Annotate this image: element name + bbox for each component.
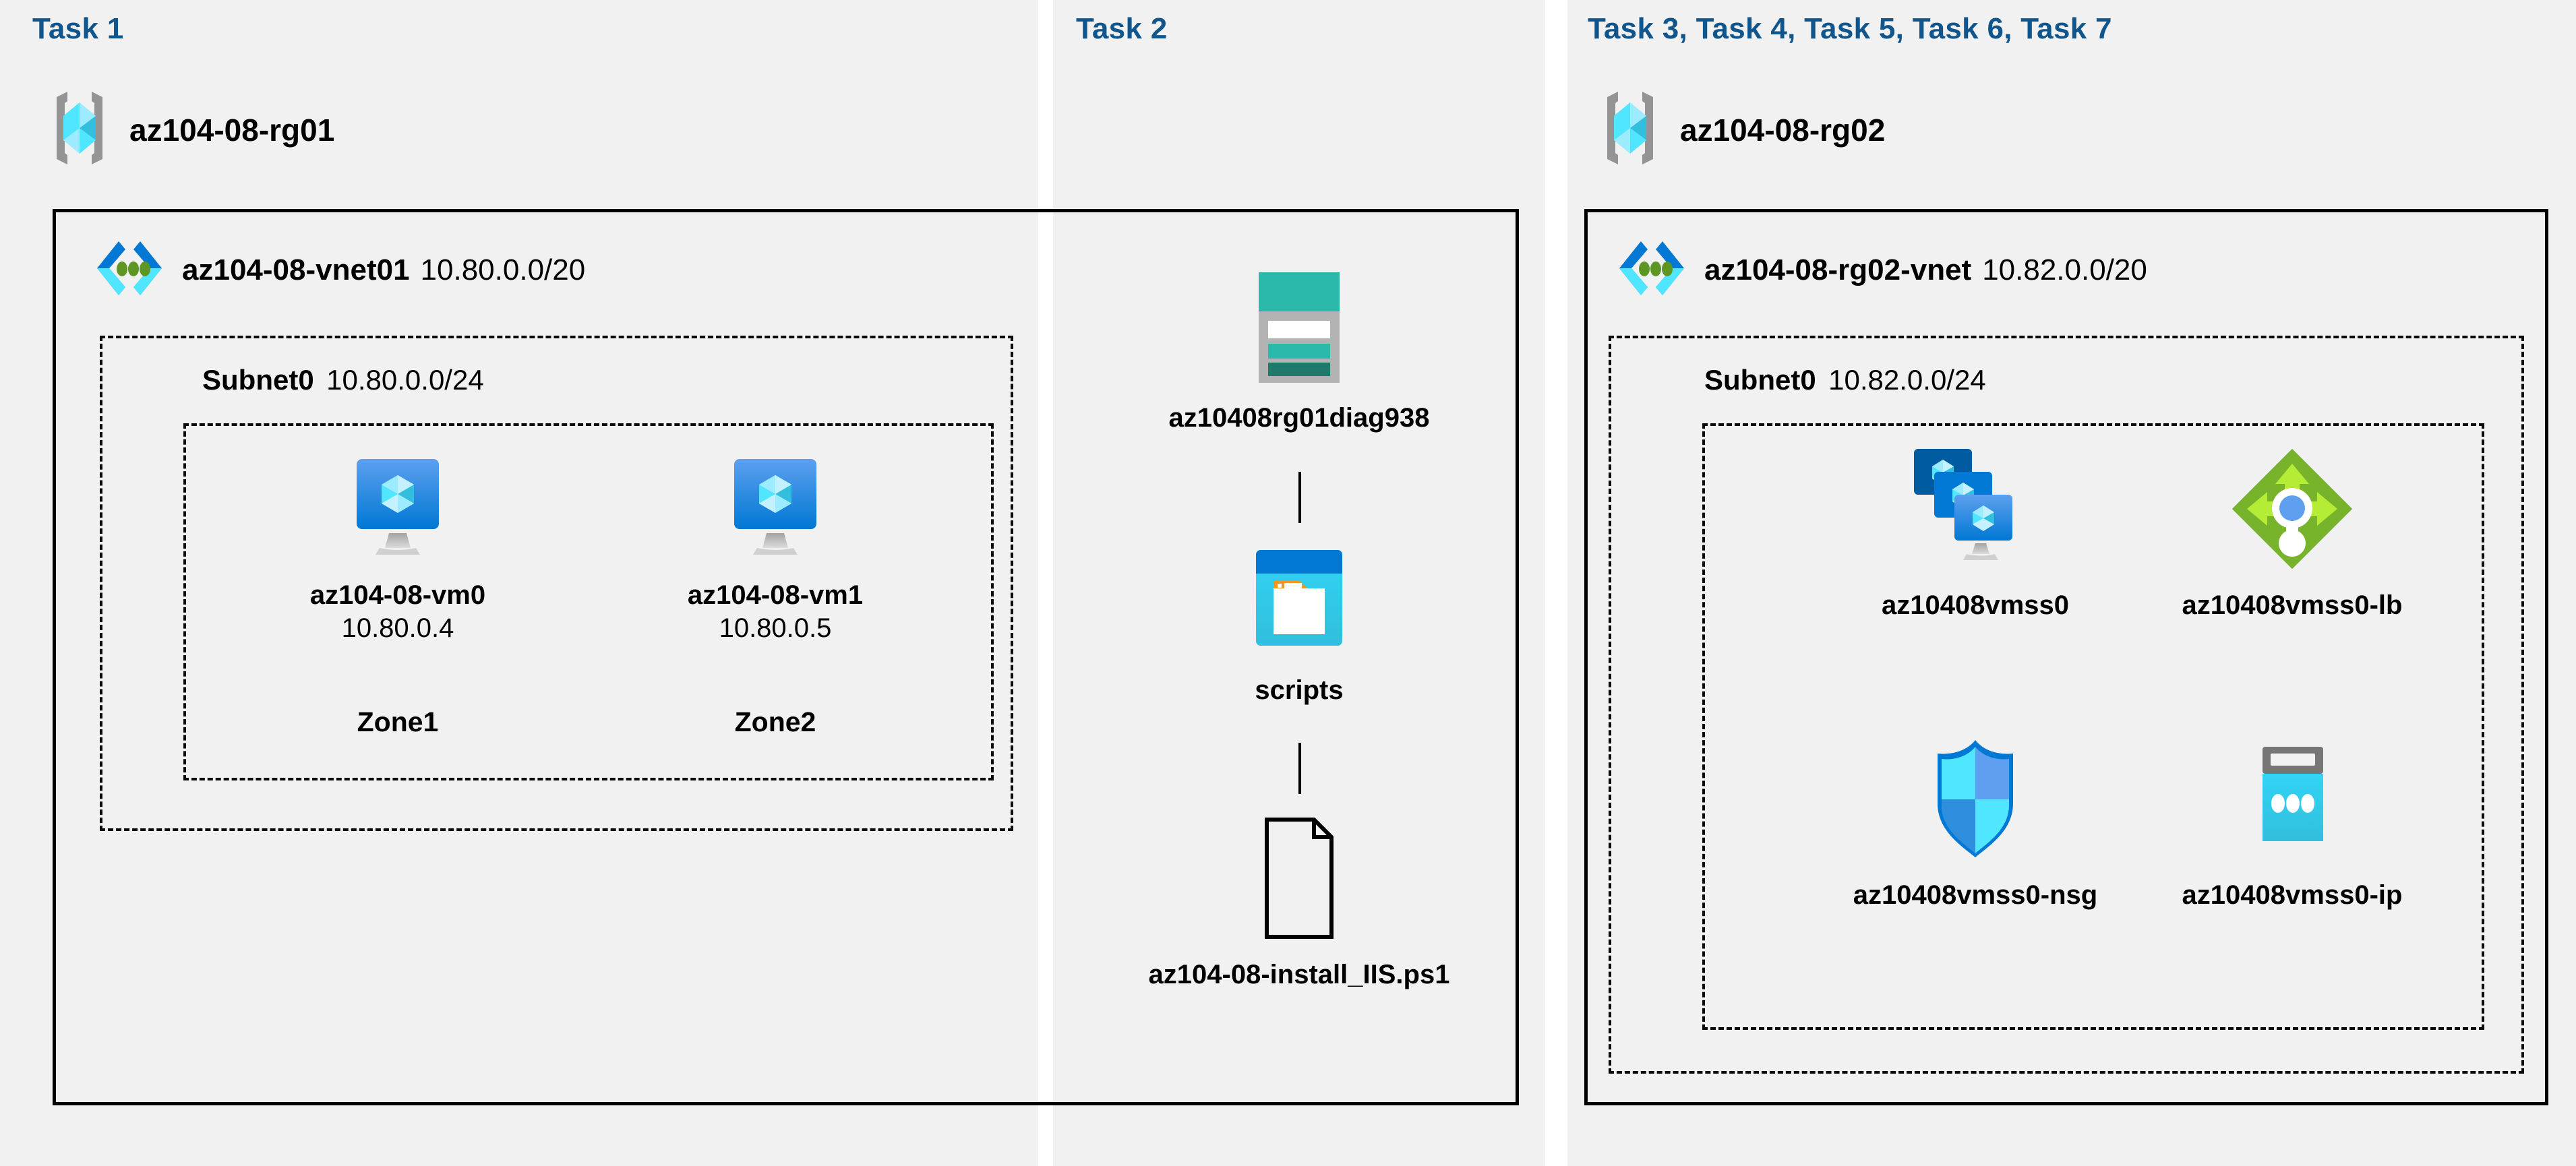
resource-group-icon	[1598, 88, 1663, 172]
task1-vm0[interactable]: az104-08-vm0 10.80.0.4	[297, 455, 499, 644]
task2-storage-account-label: az10408rg01diag938	[1168, 403, 1430, 433]
task1-vm0-ip: 10.80.0.4	[341, 613, 454, 643]
task3-vnet-name: az104-08-rg02-vnet	[1704, 253, 1972, 286]
task1-vnet-cidr: 10.80.0.0/20	[420, 253, 586, 286]
task3-public-ip-label: az10408vmss0-ip	[2182, 880, 2403, 910]
virtual-machine-icon	[349, 455, 447, 566]
virtual-machine-icon	[726, 455, 825, 566]
task3-vnet-box	[1584, 209, 2548, 1105]
task2-content-box	[1053, 209, 1519, 1105]
task3-subnet-cidr: 10.82.0.0/24	[1828, 364, 1986, 396]
task1-vm0-zone: Zone1	[357, 706, 439, 737]
task3-network-security-group[interactable]: az10408vmss0-nsg	[1827, 735, 2124, 911]
task1-vm0-name: az104-08-vm0	[309, 580, 486, 610]
task2-script-file-label: az104-08-install_IIS.ps1	[1148, 960, 1450, 989]
virtual-network-icon	[94, 237, 164, 303]
task3-load-balancer[interactable]: az10408vmss0-lb	[2144, 445, 2440, 621]
task2-blob-container[interactable]: scripts	[1144, 543, 1454, 706]
connector-storage-to-container	[1298, 472, 1301, 523]
vm-scale-set-icon	[1911, 445, 2039, 576]
task1-vnet-name: az104-08-vnet01	[182, 253, 410, 286]
task3-vm-scale-set-label: az10408vmss0	[1881, 590, 2070, 620]
task1-subnet-box	[100, 336, 1013, 831]
task1-subnet-cidr: 10.80.0.0/24	[326, 364, 484, 396]
task3-vnet-cidr: 10.82.0.0/20	[1982, 253, 2147, 286]
load-balancer-icon	[2228, 445, 2356, 576]
task3-resource-group-label: az104-08-rg02	[1680, 112, 1886, 148]
task3-panel	[1567, 0, 2576, 1166]
task3-vm-scale-set[interactable]: az10408vmss0	[1827, 445, 2124, 621]
blob-container-icon	[1238, 543, 1360, 661]
virtual-network-icon	[1617, 237, 1687, 303]
task3-resource-group: az104-08-rg02	[1598, 88, 1885, 172]
task3-network-security-group-label: az10408vmss0-nsg	[1853, 880, 2098, 910]
resource-group-icon	[47, 88, 112, 172]
public-ip-address-icon	[2238, 735, 2346, 866]
task3-load-balancer-label: az10408vmss0-lb	[2182, 590, 2403, 620]
task1-subnet-header: Subnet0 10.80.0.0/24	[202, 364, 484, 396]
task3-vnet-header: az104-08-rg02-vnet 10.82.0.0/20	[1617, 237, 2147, 303]
network-security-group-icon	[1921, 735, 2029, 866]
task3-heading: Task 3, Task 4, Task 5, Task 6, Task 7	[1588, 12, 2112, 45]
storage-account-icon	[1233, 264, 1365, 389]
task1-subnet-name: Subnet0	[202, 364, 314, 396]
task1-resource-group-label: az104-08-rg01	[129, 112, 335, 148]
task1-vnet-header: az104-08-vnet01 10.80.0.0/20	[94, 237, 585, 303]
task1-panel	[0, 0, 1038, 1166]
task3-subnet-name: Subnet0	[1704, 364, 1816, 396]
task3-public-ip[interactable]: az10408vmss0-ip	[2144, 735, 2440, 911]
task1-vm1-ip: 10.80.0.5	[719, 613, 832, 643]
task2-script-file[interactable]: az104-08-install_IIS.ps1	[1097, 814, 1501, 990]
task1-vm1-zone: Zone2	[734, 706, 816, 737]
task1-vm1-name: az104-08-vm1	[687, 580, 864, 610]
connector-container-to-file	[1298, 743, 1301, 794]
task1-resource-group: az104-08-rg01	[47, 88, 334, 172]
task3-subnet-header: Subnet0 10.82.0.0/24	[1704, 364, 1986, 396]
task3-resource-group-box	[1702, 423, 2484, 1030]
task2-heading: Task 2	[1076, 12, 1168, 45]
task2-storage-account[interactable]: az10408rg01diag938	[1144, 264, 1454, 433]
task1-vm-group-box	[183, 423, 994, 780]
task1-vm1[interactable]: az104-08-vm1 10.80.0.5	[674, 455, 876, 644]
task1-heading: Task 1	[32, 12, 124, 45]
file-icon	[1252, 814, 1346, 946]
task3-subnet-box	[1609, 336, 2524, 1074]
task2-blob-container-label: scripts	[1255, 675, 1344, 705]
